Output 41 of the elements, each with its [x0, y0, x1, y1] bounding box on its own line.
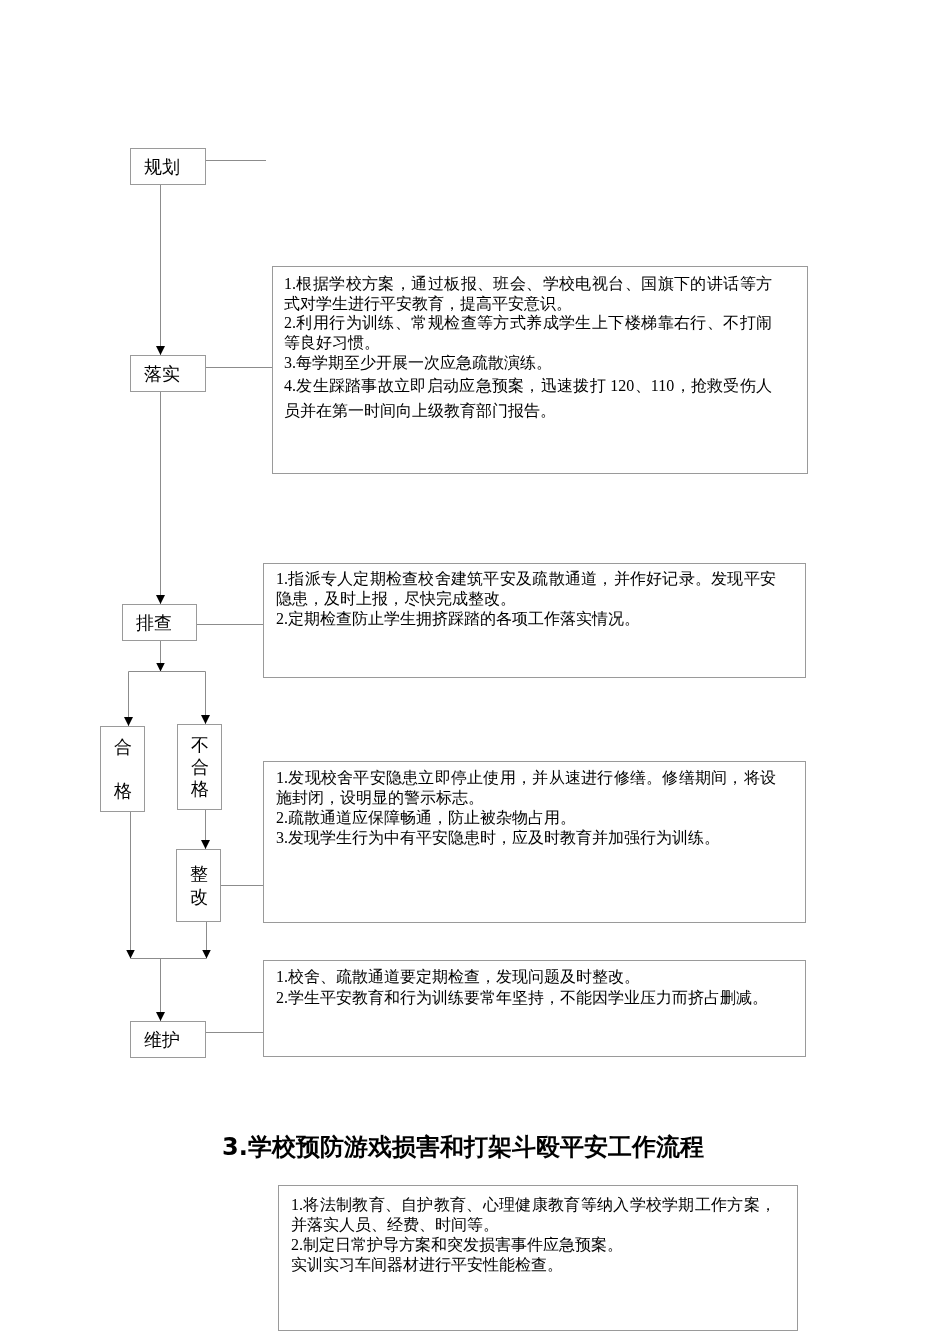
list-item: 1.将法制教育、自护教育、心理健康教育等纳入学校学期工作方案，并落实人员、经费、时间等。	[291, 1195, 776, 1235]
arrow	[130, 958, 207, 1022]
list-item: 1.校舍、疏散通道要定期检查，发现问题及时整改。	[276, 967, 640, 987]
list-item: 1.根据学校方案，通过板报、班会、学校电视台、国旗下的讲话等方式对学生进行平安教育，提高平安意识。	[284, 274, 772, 314]
list-item: 4.发生踩踏事故立即启动应急预案，迅速拨打 120、110，抢救受伤人员并在第一时间向上级教育部门报告。	[284, 376, 772, 422]
list-item: 1.发现校舍平安隐患立即停止使用，并从速进行修缮。修缮期间，将设施封闭，设明显的警示标志。	[276, 768, 776, 808]
note-box	[263, 563, 806, 678]
arrow	[201, 809, 210, 850]
list-item: 3.每学期至少开展一次应急疏散演练。	[284, 352, 552, 373]
arrow	[156, 391, 165, 605]
arrow	[126, 811, 135, 959]
list-item: 1.指派专人定期检查校舍建筑平安及疏散通道，并作好记录。发现平安隐患，及时上报，尽快完成整改。	[276, 569, 776, 609]
note-box	[272, 266, 808, 474]
list-item: 3.发现学生行为中有平安隐患时，应及时教育并加强行为训练。	[276, 828, 720, 848]
list-item: 实训实习车间器材进行平安性能检查。	[291, 1255, 563, 1275]
arrow	[160, 671, 210, 725]
step-box: 落实	[130, 355, 206, 392]
step-box: 排查	[122, 604, 197, 641]
arrow	[202, 921, 211, 959]
arrow	[156, 640, 165, 672]
connector-line	[205, 367, 273, 368]
connector-line	[220, 885, 264, 886]
arrow	[124, 671, 161, 727]
note-box	[263, 761, 806, 923]
step-box: 不合格	[177, 724, 222, 810]
connector-line	[196, 624, 264, 625]
note-box	[263, 960, 806, 1057]
list-item: 2.利用行为训练、常规检查等方式养成学生上下楼梯靠右行、不打闹等良好习惯。	[284, 313, 772, 353]
note-box	[278, 1185, 798, 1331]
step-box: 维护	[130, 1021, 206, 1058]
step-box: 规划	[130, 148, 206, 185]
step-box: 整改	[176, 849, 221, 922]
connector-line	[205, 1032, 264, 1033]
section-heading: 3.学校预防游戏损害和打架斗殴平安工作流程	[222, 1133, 704, 1161]
list-item: 2.制定日常护导方案和突发损害事件应急预案。	[291, 1235, 623, 1255]
arrow	[156, 184, 165, 356]
list-item: 2.疏散通道应保障畅通，防止被杂物占用。	[276, 808, 576, 828]
step-box: 合格	[100, 726, 145, 812]
list-item: 2.学生平安教育和行为训练要常年坚持，不能因学业压力而挤占删减。	[276, 987, 768, 1008]
connector-line	[205, 160, 267, 161]
list-item: 2.定期检查防止学生拥挤踩踏的各项工作落实情况。	[276, 609, 640, 629]
